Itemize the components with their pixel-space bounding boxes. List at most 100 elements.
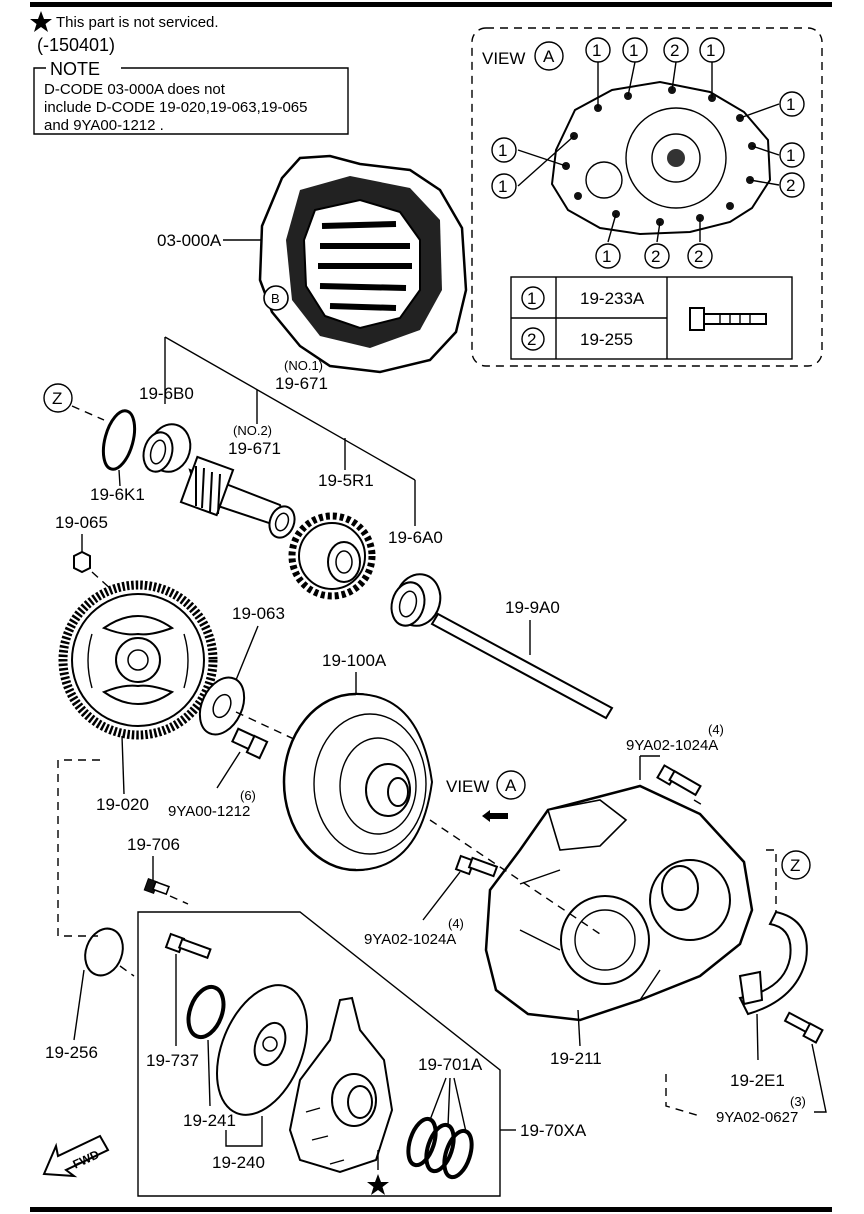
svg-text:1: 1: [498, 177, 507, 196]
view-a-callouts: [517, 61, 780, 243]
bolt-9ya02-1024a-top: [656, 764, 702, 797]
bearing-19-6a0: [390, 573, 442, 627]
star-icon: [30, 11, 52, 32]
label-19-065: 19-065: [55, 513, 108, 532]
b-marker-circle: [263, 285, 289, 311]
note-line-3: and 9YA00-1212 .: [44, 117, 164, 134]
view-a-port: [585, 161, 623, 199]
label-19-256: 19-256: [45, 1043, 98, 1062]
label-19-9a0: 19-9A0: [505, 598, 560, 617]
label-19-671-no1: 19-671: [275, 374, 328, 393]
label-9ya02-mid-qty: (4): [448, 916, 464, 931]
z-marker-circle-left: [43, 383, 73, 413]
view-a-title: VIEW: [482, 49, 525, 68]
label-19-6b0: 19-6B0: [139, 384, 194, 403]
bolt-9ya00-1212: [231, 727, 269, 760]
label-19-211: 19-211: [550, 1049, 602, 1068]
note-box: [33, 67, 349, 135]
svg-text:2: 2: [694, 247, 703, 266]
label-9ya02-0627: 9YA02-0627: [716, 1109, 798, 1126]
z-marker-left: Z: [52, 389, 62, 408]
star-icon-pump: [367, 1174, 389, 1195]
svg-text:2: 2: [651, 247, 660, 266]
label-19-737: 19-737: [146, 1051, 199, 1070]
plug-19-706: [143, 878, 170, 896]
view-a-letter-circle: [534, 41, 564, 71]
view-a-housing: [550, 80, 772, 236]
label-19-2e1: 19-2E1: [730, 1071, 785, 1090]
legend-key-1: 1: [527, 289, 536, 308]
nut-19-065: [73, 550, 91, 574]
view-a-ref-letter: A: [505, 776, 517, 795]
label-9ya00-qty: (6): [240, 788, 256, 803]
gear-19-5r1: [288, 512, 376, 600]
legend-part-1: 19-233A: [580, 289, 645, 308]
oring-19-6k1: [101, 409, 137, 471]
torque-converter-19-100a: [282, 692, 434, 872]
bolt-19-737: [164, 932, 212, 960]
label-19-063: 19-063: [232, 604, 285, 623]
seal-19-241: [186, 984, 226, 1040]
view-a-letter: A: [543, 47, 555, 66]
label-9ya02-top-qty: (4): [708, 722, 724, 737]
view-a-hub-inner: [667, 149, 685, 167]
label-19-241: 19-241: [183, 1111, 236, 1130]
svg-text:1: 1: [592, 41, 601, 60]
bolt-9ya02-1024a-mid: [454, 854, 499, 878]
label-no2: (NO.2): [233, 423, 272, 438]
fwd-arrow-icon: FWD: [42, 1134, 110, 1178]
label-9ya02-1024a-mid: 9YA02-1024A: [364, 931, 456, 948]
label-19-671-no2: 19-671: [228, 439, 281, 458]
svg-text:1: 1: [786, 146, 795, 165]
pump-plate-19-240: [216, 984, 308, 1116]
label-03-000a: 03-000A: [157, 231, 222, 250]
label-19-6k1: 19-6K1: [90, 485, 145, 504]
transaxle-case-19-211: [484, 784, 754, 1022]
bolt-icon: [689, 307, 767, 331]
label-19-5r1: 19-5R1: [318, 471, 374, 490]
label-9ya02-1024a-top: 9YA02-1024A: [626, 737, 718, 754]
label-view-a-ref: VIEW: [446, 777, 489, 796]
label-19-70xa: 19-70XA: [520, 1121, 587, 1140]
transaxle-assembly: B: [258, 154, 468, 374]
label-19-701a: 19-701A: [418, 1055, 483, 1074]
pump-kit-box: [137, 911, 501, 1197]
view-a-hub-outer: [625, 107, 727, 209]
view-a-ref-circle: [496, 770, 526, 800]
bearing-19-6b0: [142, 423, 192, 473]
svg-text:1: 1: [786, 95, 795, 114]
label-19-100a: 19-100A: [322, 651, 387, 670]
view-a-markers: 1 1 2 1 1 1 2 1 1 1 2 2: [491, 37, 805, 269]
label-no1: (NO.1): [284, 358, 323, 373]
top-rule: [30, 2, 832, 7]
shaft-group-leaders: [164, 336, 416, 526]
note-line-2: include D-CODE 19-020,19-063,19-065: [44, 99, 308, 116]
label-19-706: 19-706: [127, 835, 180, 854]
svg-text:1: 1: [629, 41, 638, 60]
view-a-hub-mid: [651, 133, 701, 183]
svg-text:1: 1: [602, 247, 611, 266]
note-line-1: D-CODE 03-000A does not: [44, 81, 226, 98]
label-19-6a0: 19-6A0: [388, 528, 443, 547]
view-arrow-icon: [482, 810, 508, 822]
label-9ya02-0627-qty: (3): [790, 1094, 806, 1109]
z-marker-circle-right: [781, 850, 811, 880]
shaft-19-9a0: [430, 612, 614, 720]
plate-19-063: [198, 676, 246, 736]
label-19-240: 19-240: [212, 1153, 265, 1172]
svg-text:2: 2: [670, 41, 679, 60]
star-note: This part is not serviced.: [56, 14, 219, 31]
svg-text:2: 2: [786, 176, 795, 195]
ring-19-256: [84, 927, 124, 977]
date-code: (-150401): [37, 35, 115, 55]
z-marker-right: Z: [790, 856, 800, 875]
shaft-19-671-no2: [179, 455, 296, 539]
b-marker: B: [271, 291, 280, 306]
bolt-9ya02-0627: [783, 1011, 824, 1044]
flywheel-19-020: [58, 580, 218, 740]
view-a-legend-table: 1 19-233A 2 19-255: [510, 276, 793, 360]
note-title: NOTE: [50, 59, 100, 79]
svg-text:1: 1: [498, 141, 507, 160]
legend-key-2: 2: [527, 330, 536, 349]
